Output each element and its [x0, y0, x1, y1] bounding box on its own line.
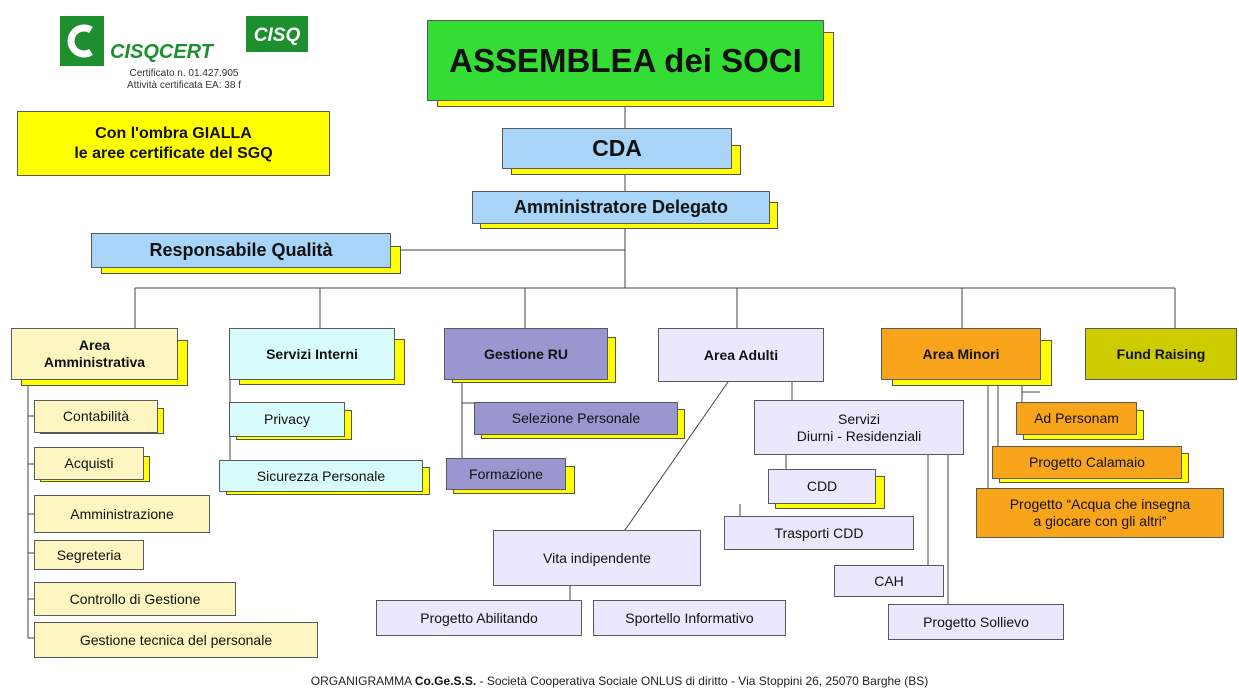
- cda-box: CDA: [502, 128, 732, 169]
- progetto-sollievo-box: Progetto Sollievo: [888, 604, 1064, 640]
- area-minori-label: Area Minori: [922, 345, 1000, 362]
- fund-raising-box: Fund Raising: [1085, 328, 1237, 380]
- legend-box: Con l'ombra GIALLA le aree certificate d…: [17, 111, 330, 176]
- logo-brand: CISQCERT: [110, 41, 215, 63]
- logo-mark: CISQ: [254, 25, 301, 46]
- contabilita-label: Contabilità: [62, 408, 130, 425]
- progetto-abilitando-label: Progetto Abilitando: [420, 609, 538, 626]
- certificate-number: Certificato n. 01.427.905: [129, 68, 239, 79]
- footer-prefix: ORGANIGRAMMA: [310, 674, 415, 688]
- responsabile-label: Responsabile Qualità: [149, 239, 333, 260]
- progetto-abilitando-box: Progetto Abilitando: [376, 600, 582, 636]
- calamaio-label: Progetto Calamaio: [1029, 454, 1145, 471]
- acqua-line-2: a giocare con gli altri”: [1033, 513, 1167, 529]
- certificate-info: Certificato n. 01.427.905 Attività certi…: [60, 68, 308, 91]
- area-adulti-box: Area Adulti: [658, 328, 824, 382]
- servizi-interni-label: Servizi Interni: [266, 345, 358, 362]
- responsabile-box: Responsabile Qualità: [91, 233, 391, 268]
- cdd-box: CDD: [768, 469, 876, 504]
- acquisti-box: Acquisti: [34, 447, 144, 480]
- ad-personam-box: Ad Personam: [1016, 402, 1137, 435]
- acqua-line-1: Progetto “Acqua che insegna: [1009, 496, 1191, 513]
- gestione-ru-label: Gestione RU: [483, 345, 568, 362]
- selezione-label: Selezione Personale: [511, 410, 641, 427]
- controllo-gestione-label: Controllo di Gestione: [69, 590, 201, 607]
- controllo-gestione-box: Controllo di Gestione: [34, 582, 236, 616]
- progetto-sollievo-label: Progetto Sollievo: [923, 613, 1029, 630]
- area-amministrativa-box: Area Amministrativa: [11, 328, 178, 380]
- area-minori-box: Area Minori: [881, 328, 1041, 380]
- assemblea-box: ASSEMBLEA dei SOCI: [427, 20, 824, 101]
- assemblea-label: ASSEMBLEA dei SOCI: [449, 41, 802, 79]
- servizi-interni-box: Servizi Interni: [229, 328, 395, 380]
- acquisti-label: Acquisti: [64, 455, 114, 472]
- servizi-diurni-line-1: Servizi: [837, 410, 880, 427]
- footer-caption: ORGANIGRAMMA Co.Ge.S.S. - Società Cooper…: [0, 674, 1239, 688]
- vita-indipendente-label: Vita indipendente: [543, 549, 651, 566]
- formazione-label: Formazione: [469, 465, 543, 482]
- servizi-diurni-line-2: Diurni - Residenziali: [796, 427, 922, 444]
- cda-label: CDA: [592, 134, 642, 161]
- area-amministrativa-line-2: Amministrativa: [43, 354, 146, 370]
- cdd-label: CDD: [806, 478, 838, 495]
- legend-line-2: le aree certificate del SGQ: [74, 144, 273, 162]
- sicurezza-box: Sicurezza Personale: [219, 460, 423, 492]
- segreteria-box: Segreteria: [34, 540, 144, 570]
- gestione-tecnica-box: Gestione tecnica del personale: [34, 622, 318, 658]
- cah-box: CAH: [834, 565, 944, 597]
- gestione-ru-box: Gestione RU: [444, 328, 608, 380]
- contabilita-box: Contabilità: [34, 400, 158, 433]
- certificate-activity: Attività certificata EA: 38 f: [127, 79, 241, 91]
- amministratore-box: Amministratore Delegato: [472, 191, 770, 224]
- vita-indipendente-box: Vita indipendente: [493, 530, 701, 586]
- acqua-box: Progetto “Acqua che insegna a giocare co…: [976, 488, 1224, 538]
- sicurezza-label: Sicurezza Personale: [256, 467, 386, 484]
- selezione-box: Selezione Personale: [474, 402, 678, 435]
- trasporti-cdd-box: Trasporti CDD: [724, 516, 914, 550]
- cisqcert-logo: CISQCERT CISQ: [60, 16, 308, 66]
- formazione-box: Formazione: [446, 458, 566, 490]
- trasporti-cdd-label: Trasporti CDD: [774, 524, 864, 541]
- amministrazione-label: Amministrazione: [70, 505, 174, 522]
- ad-personam-label: Ad Personam: [1034, 410, 1119, 427]
- footer-org: Co.Ge.S.S.: [414, 674, 477, 688]
- privacy-box: Privacy: [229, 402, 345, 437]
- calamaio-box: Progetto Calamaio: [992, 446, 1182, 479]
- amministratore-label: Amministratore Delegato: [513, 196, 729, 217]
- gestione-tecnica-label: Gestione tecnica del personale: [79, 631, 273, 648]
- fund-raising-label: Fund Raising: [1116, 345, 1206, 362]
- legend-line-1: Con l'ombra GIALLA: [95, 125, 252, 143]
- privacy-label: Privacy: [264, 411, 310, 428]
- servizi-diurni-box: Servizi Diurni - Residenziali: [754, 400, 964, 455]
- sportello-informativo-box: Sportello Informativo: [593, 600, 786, 636]
- amministrazione-box: Amministrazione: [34, 495, 210, 533]
- sportello-informativo-label: Sportello Informativo: [625, 609, 754, 626]
- footer-rest: - Società Cooperativa Sociale ONLUS di d…: [476, 674, 929, 688]
- area-amministrativa-line-1: Area: [78, 337, 111, 354]
- segreteria-label: Segreteria: [56, 546, 122, 563]
- area-adulti-label: Area Adulti: [703, 346, 779, 363]
- cah-label: CAH: [874, 572, 904, 589]
